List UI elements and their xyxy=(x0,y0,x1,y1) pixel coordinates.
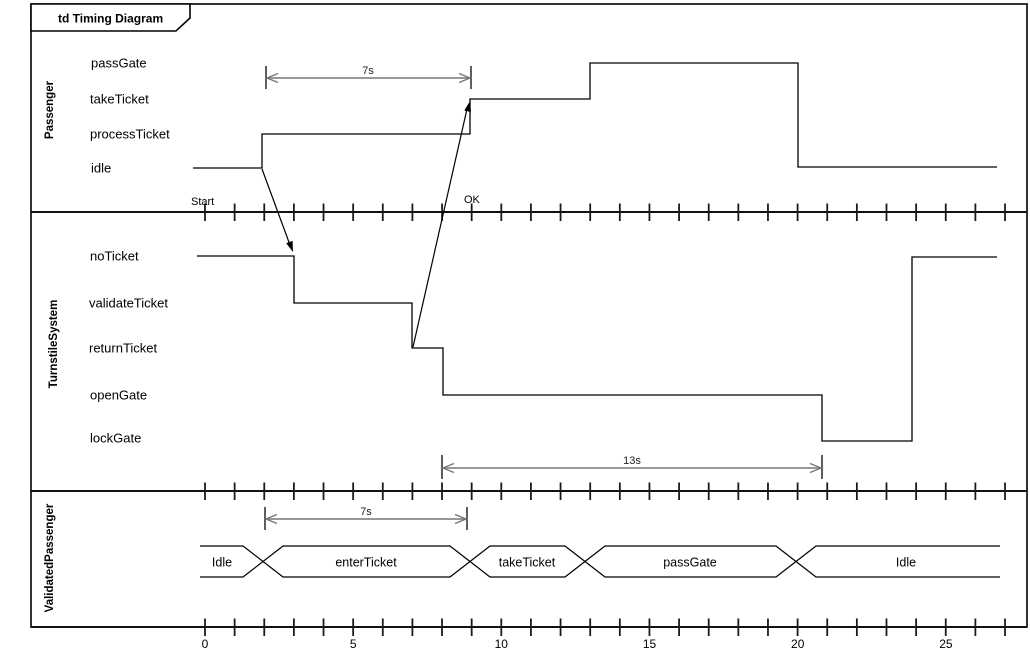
value-label-taketicket: takeTicket xyxy=(499,556,556,570)
state-label-validateticket: validateTicket xyxy=(89,296,168,311)
title-tab xyxy=(30,3,191,32)
message-start-line xyxy=(261,168,291,246)
value-lifeline-rail-bottom xyxy=(200,545,1000,578)
time-axis-labels: 0 5 10 15 20 25 xyxy=(202,637,953,651)
messages: Start OK xyxy=(191,101,481,348)
axis-label-0: 0 xyxy=(202,637,209,651)
state-label-taketicket: takeTicket xyxy=(90,92,149,107)
duration-label: 13s xyxy=(623,455,641,467)
axis-label-10: 10 xyxy=(495,637,509,651)
message-ok-arrowhead-icon xyxy=(464,101,471,112)
ruler-passenger-ticks xyxy=(204,203,1006,221)
value-label-idle-1: Idle xyxy=(212,556,232,570)
message-start-arrowhead-icon xyxy=(286,240,293,252)
duration-arrow xyxy=(441,462,823,474)
ruler-axis-ticks xyxy=(204,618,1006,636)
value-lifeline-rail-top xyxy=(200,545,1000,578)
axis-label-20: 20 xyxy=(791,637,805,651)
turnstilesystem-compartment: noTicket validateTicket returnTicket ope… xyxy=(89,249,997,479)
axis-label-25: 25 xyxy=(939,637,953,651)
lifeline-name-passenger: Passenger xyxy=(44,80,56,139)
state-label-passgate: passGate xyxy=(91,56,147,71)
value-label-passgate: passGate xyxy=(663,556,717,570)
value-label-enterticket: enterTicket xyxy=(335,556,397,570)
message-ok-line xyxy=(412,108,468,348)
message-ok-label: OK xyxy=(464,194,481,206)
state-label-idle: idle xyxy=(91,161,111,176)
duration-13s-turnstile: 13s xyxy=(441,455,823,479)
axis-label-5: 5 xyxy=(350,637,357,651)
frame-border xyxy=(30,3,1028,628)
state-label-noticket: noTicket xyxy=(90,249,139,264)
ruler-turnstile-ticks xyxy=(204,482,1006,500)
passenger-compartment: passGate takeTicket processTicket idle 7… xyxy=(90,56,997,176)
duration-7s-validated: 7s xyxy=(264,506,468,530)
duration-label: 7s xyxy=(362,65,374,77)
duration-arrow xyxy=(264,513,468,525)
passenger-waveform xyxy=(193,62,997,169)
duration-label: 7s xyxy=(360,506,372,518)
duration-7s-passenger: 7s xyxy=(265,65,472,89)
diagram-title: td Timing Diagram xyxy=(58,12,163,26)
state-label-returnticket: returnTicket xyxy=(89,341,158,356)
lifeline-name-turnstilesystem: TurnstileSystem xyxy=(48,300,60,389)
message-start-label: Start xyxy=(191,196,214,208)
duration-arrow xyxy=(265,72,472,84)
validatedpassenger-compartment: Idle enterTicket takeTicket passGate Idl… xyxy=(200,506,1000,578)
value-label-idle-2: Idle xyxy=(896,556,916,570)
lifeline-name-validatedpassenger: ValidatedPassenger xyxy=(44,503,56,612)
state-label-processticket: processTicket xyxy=(90,127,170,142)
state-label-opengate: openGate xyxy=(90,388,147,403)
turnstilesystem-waveform xyxy=(197,255,997,442)
state-label-lockgate: lockGate xyxy=(90,431,141,446)
axis-label-15: 15 xyxy=(643,637,657,651)
